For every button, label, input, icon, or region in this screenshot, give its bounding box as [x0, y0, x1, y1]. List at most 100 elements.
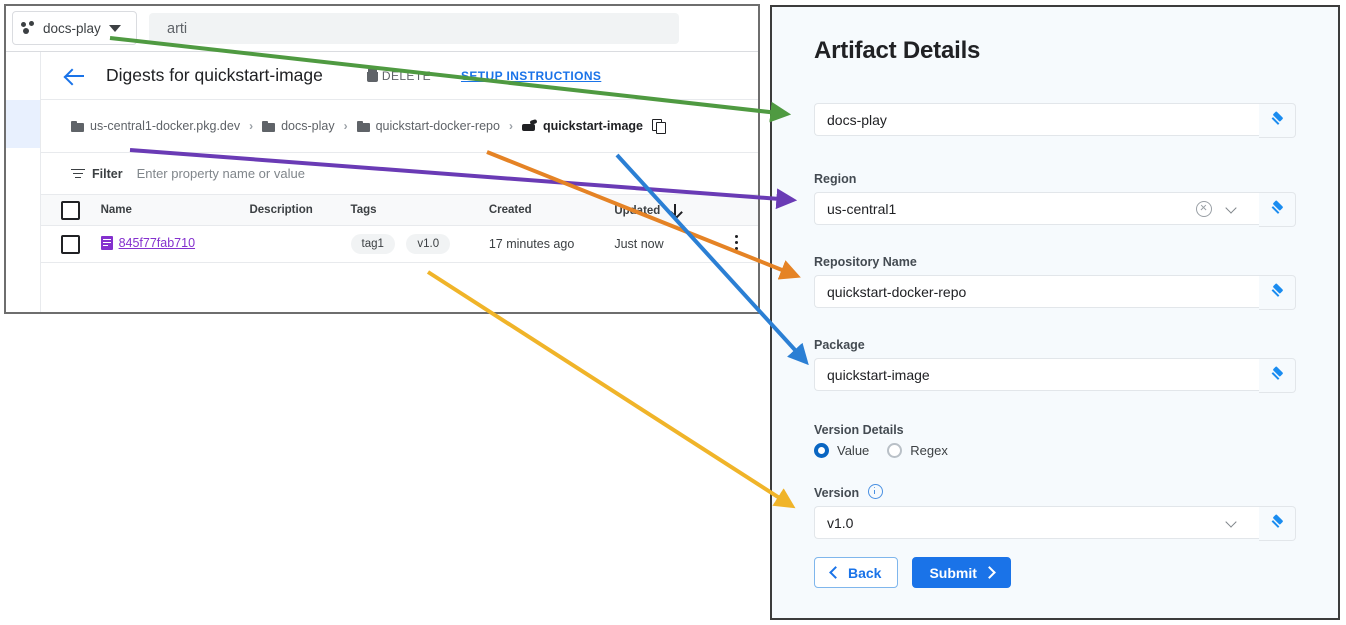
cloud-console-screenshot: docs-play arti Digests for quickstart-im…: [4, 4, 760, 314]
column-header-updated[interactable]: Updated: [614, 195, 716, 226]
region-pin-button[interactable]: [1259, 192, 1296, 227]
chevron-left-icon: [829, 566, 842, 579]
project-selector-button[interactable]: docs-play: [12, 11, 137, 45]
column-header-updated-label: Updated: [614, 204, 661, 217]
radio-value[interactable]: Value: [814, 443, 869, 458]
tag-chip[interactable]: tag1: [350, 234, 395, 254]
pin-icon: [1270, 202, 1285, 217]
digest-icon: [100, 235, 113, 250]
breadcrumb-item-registry[interactable]: us-central1-docker.pkg.dev: [71, 119, 240, 133]
select-all-checkbox[interactable]: [61, 200, 81, 220]
filter-label: Filter: [92, 166, 123, 181]
digest-link-label: 845f77fab710: [118, 235, 196, 250]
digest-link[interactable]: 845f77fab710: [100, 235, 196, 250]
radio-regex[interactable]: Regex: [887, 443, 948, 458]
folder-icon: [71, 120, 84, 132]
radio-value-indicator[interactable]: [814, 443, 829, 458]
search-input[interactable]: arti: [149, 13, 679, 44]
region-input-value: us-central1: [827, 200, 897, 217]
package-field-row: quickstart-image: [814, 358, 1296, 393]
project-selector-icon: [21, 21, 37, 35]
version-label-wrap: Version: [814, 484, 1316, 500]
package-input-value: quickstart-image: [827, 366, 930, 383]
breadcrumb-separator-icon: ›: [343, 119, 348, 133]
project-selector-label: docs-play: [43, 20, 101, 36]
repository-name-pin-button[interactable]: [1259, 275, 1296, 310]
chevron-right-icon: [983, 566, 996, 579]
region-label: Region: [814, 172, 857, 186]
repository-name-input-value: quickstart-docker-repo: [827, 283, 967, 300]
chevron-down-icon[interactable]: [1226, 517, 1237, 528]
table-header-row: Name Description Tags Created Updated: [41, 195, 758, 226]
delete-button[interactable]: DELETE: [366, 68, 431, 83]
filter-bar: Filter Enter property name or value: [41, 153, 758, 195]
folder-icon: [356, 120, 370, 132]
setup-instructions-link[interactable]: SETUP INSTRUCTIONS: [460, 68, 602, 83]
breadcrumb-item-image[interactable]: quickstart-image: [521, 119, 643, 133]
row-select-cell: [41, 225, 101, 263]
console-left-rail: [6, 52, 41, 312]
select-all-header: [41, 195, 101, 226]
repository-name-field-row: quickstart-docker-repo: [814, 275, 1296, 310]
version-input-value: v1.0: [827, 514, 854, 531]
radio-regex-indicator[interactable]: [887, 443, 903, 458]
copy-icon[interactable]: [651, 119, 666, 134]
version-input[interactable]: v1.0: [814, 506, 1259, 539]
console-content: Digests for quickstart-image DELETE SETU…: [41, 52, 758, 312]
package-pin-button[interactable]: [1259, 358, 1296, 393]
breadcrumb-item-project[interactable]: docs-play: [262, 119, 335, 133]
submit-button-label: Submit: [929, 564, 977, 581]
filter-icon[interactable]: [71, 168, 85, 179]
submit-button[interactable]: Submit: [912, 557, 1011, 588]
row-checkbox[interactable]: [61, 234, 81, 254]
version-label: Version: [814, 486, 860, 500]
back-arrow-icon[interactable]: [63, 64, 87, 88]
trash-icon: [366, 69, 378, 82]
breadcrumb-separator-icon: ›: [249, 119, 254, 133]
column-header-actions: [715, 195, 758, 226]
delete-button-label: DELETE: [381, 68, 431, 83]
version-details-radio-group: Value Regex: [814, 443, 1316, 458]
breadcrumb-label: quickstart-docker-repo: [375, 119, 500, 133]
breadcrumb-label: us-central1-docker.pkg.dev: [90, 119, 241, 133]
breadcrumb: us-central1-docker.pkg.dev › docs-play ›…: [41, 100, 758, 153]
form-buttons: Back Submit: [814, 557, 1316, 588]
project-input[interactable]: docs-play: [814, 103, 1259, 136]
project-pin-button[interactable]: [1259, 103, 1296, 138]
repository-name-input[interactable]: quickstart-docker-repo: [814, 275, 1259, 308]
radio-regex-label: Regex: [910, 443, 948, 458]
column-header-description[interactable]: Description: [249, 195, 351, 226]
region-field: Region us-central1: [814, 172, 1316, 227]
column-header-tags[interactable]: Tags: [350, 195, 489, 226]
cell-updated: Just now: [614, 225, 716, 263]
repository-name-label: Repository Name: [814, 255, 917, 269]
pin-icon: [1270, 516, 1285, 531]
clear-icon[interactable]: [1196, 200, 1212, 217]
pin-icon: [1270, 368, 1285, 383]
back-button-label: Back: [848, 564, 882, 581]
artifact-details-panel: Artifact Details docs-play Region us-cen…: [770, 5, 1340, 620]
version-pin-button[interactable]: [1259, 506, 1296, 541]
filter-input[interactable]: Enter property name or value: [136, 166, 305, 181]
package-label: Package: [814, 338, 865, 352]
package-input[interactable]: quickstart-image: [814, 358, 1259, 391]
back-button[interactable]: Back: [814, 557, 899, 588]
breadcrumb-label: quickstart-image: [542, 119, 643, 133]
info-icon[interactable]: [867, 484, 883, 499]
breadcrumb-separator-icon: ›: [508, 119, 513, 133]
column-header-created[interactable]: Created: [488, 195, 615, 226]
project-field-row: docs-play: [814, 103, 1296, 138]
table-row[interactable]: 845f77fab710 tag1 v1.0 17 minutes ago Ju…: [41, 225, 758, 263]
page-header: Digests for quickstart-image DELETE SETU…: [41, 52, 758, 100]
region-input[interactable]: us-central1: [814, 192, 1259, 225]
search-input-value: arti: [167, 20, 188, 37]
row-overflow-menu-icon[interactable]: [734, 234, 739, 251]
sort-descending-icon[interactable]: [671, 203, 680, 215]
column-header-name[interactable]: Name: [100, 195, 250, 226]
breadcrumb-item-repo[interactable]: quickstart-docker-repo: [356, 119, 500, 133]
chevron-down-icon[interactable]: [1226, 203, 1237, 214]
pin-icon: [1270, 285, 1285, 300]
page-title: Digests for quickstart-image: [106, 65, 323, 85]
tag-chip[interactable]: v1.0: [406, 234, 451, 254]
version-field-row: v1.0: [814, 506, 1296, 541]
